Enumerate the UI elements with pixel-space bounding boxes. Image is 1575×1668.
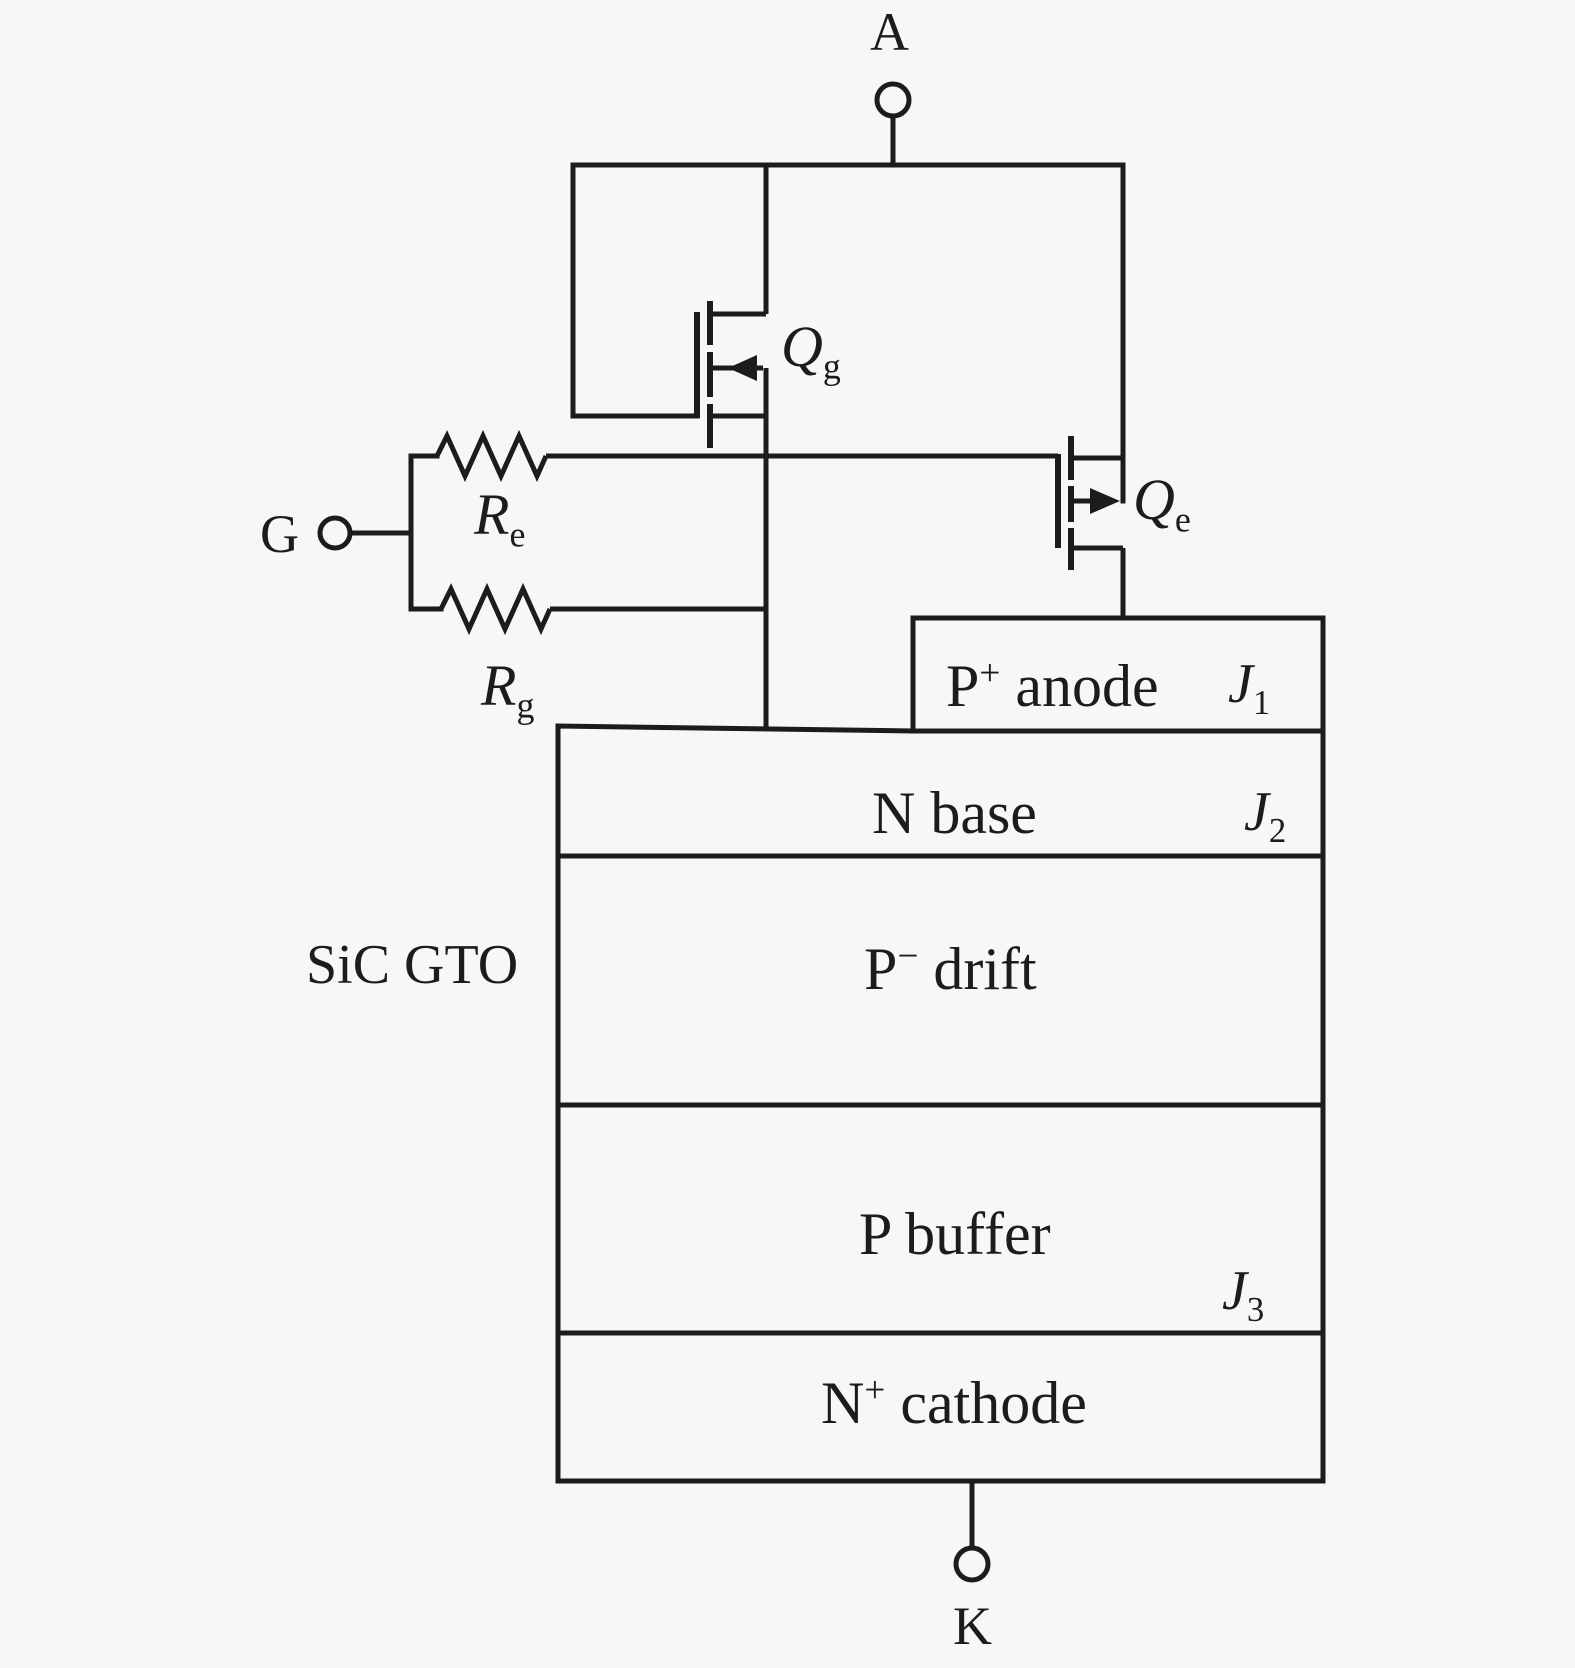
gate-terminal-node — [317, 515, 353, 551]
qe-mosfet-label: Qe — [1133, 471, 1191, 538]
p-anode-layer-box — [910, 615, 1326, 734]
qe-body-arrow — [1090, 488, 1120, 514]
layer-p-anode-label: P+ anode — [946, 653, 1159, 719]
p-anode-base: P — [946, 653, 980, 719]
cathode-terminal-node — [953, 1545, 991, 1583]
rg-label-subscript: g — [516, 685, 535, 726]
j1-base: J — [1228, 653, 1253, 715]
device-name-label: SiC GTO — [306, 934, 519, 996]
layer-p-drift-label: P− drift — [864, 936, 1037, 1002]
j1-subscript: 1 — [1252, 683, 1271, 723]
qe-label-base: Q — [1133, 467, 1175, 532]
layer-n-base-label: N base — [872, 780, 1037, 846]
n-cathode-superscript: + — [864, 1370, 886, 1411]
anode-terminal-label: A — [870, 2, 909, 62]
j2-base: J — [1244, 781, 1269, 843]
qg-mosfet-label: Qg — [781, 318, 841, 385]
qe-label-subscript: e — [1174, 499, 1191, 540]
re-resistor-zigzag — [434, 429, 549, 483]
rg-resistor-zigzag — [438, 582, 553, 636]
layer-n-cathode-label: N+ cathode — [821, 1370, 1087, 1436]
junction-j1-label: J1 — [1228, 653, 1270, 720]
j2-subscript: 2 — [1268, 811, 1287, 851]
p-drift-base: P — [864, 936, 898, 1002]
qg-label-subscript: g — [822, 346, 841, 387]
anode-terminal-node — [874, 81, 912, 119]
gate-branch-wire — [408, 453, 444, 612]
p-anode-rest: anode — [1000, 653, 1159, 719]
j3-base: J — [1222, 1260, 1247, 1322]
rg-label-base: R — [481, 653, 517, 718]
junction-j2-label: J2 — [1244, 781, 1286, 848]
n-cathode-base: N — [821, 1370, 865, 1436]
qg-body-arrow — [728, 355, 757, 381]
re-resistor-label: Re — [474, 486, 525, 553]
re-label-subscript: e — [509, 514, 526, 555]
layer-p-buffer-label: P buffer — [859, 1201, 1051, 1267]
junction-j3-label: J3 — [1222, 1260, 1264, 1327]
p-drift-rest: drift — [918, 936, 1037, 1002]
p-drift-superscript: − — [897, 936, 919, 977]
n-cathode-rest: cathode — [885, 1370, 1087, 1436]
rg-resistor-label: Rg — [481, 657, 534, 724]
cathode-terminal-label: K — [953, 1596, 992, 1656]
gto-stack-outline — [555, 723, 1326, 1484]
p-anode-superscript: + — [979, 653, 1001, 694]
j3-subscript: 3 — [1246, 1290, 1265, 1330]
gate-terminal-label: G — [260, 504, 299, 564]
qg-label-base: Q — [781, 314, 823, 379]
anode-rail-wire — [570, 162, 1126, 504]
re-label-base: R — [474, 482, 510, 547]
